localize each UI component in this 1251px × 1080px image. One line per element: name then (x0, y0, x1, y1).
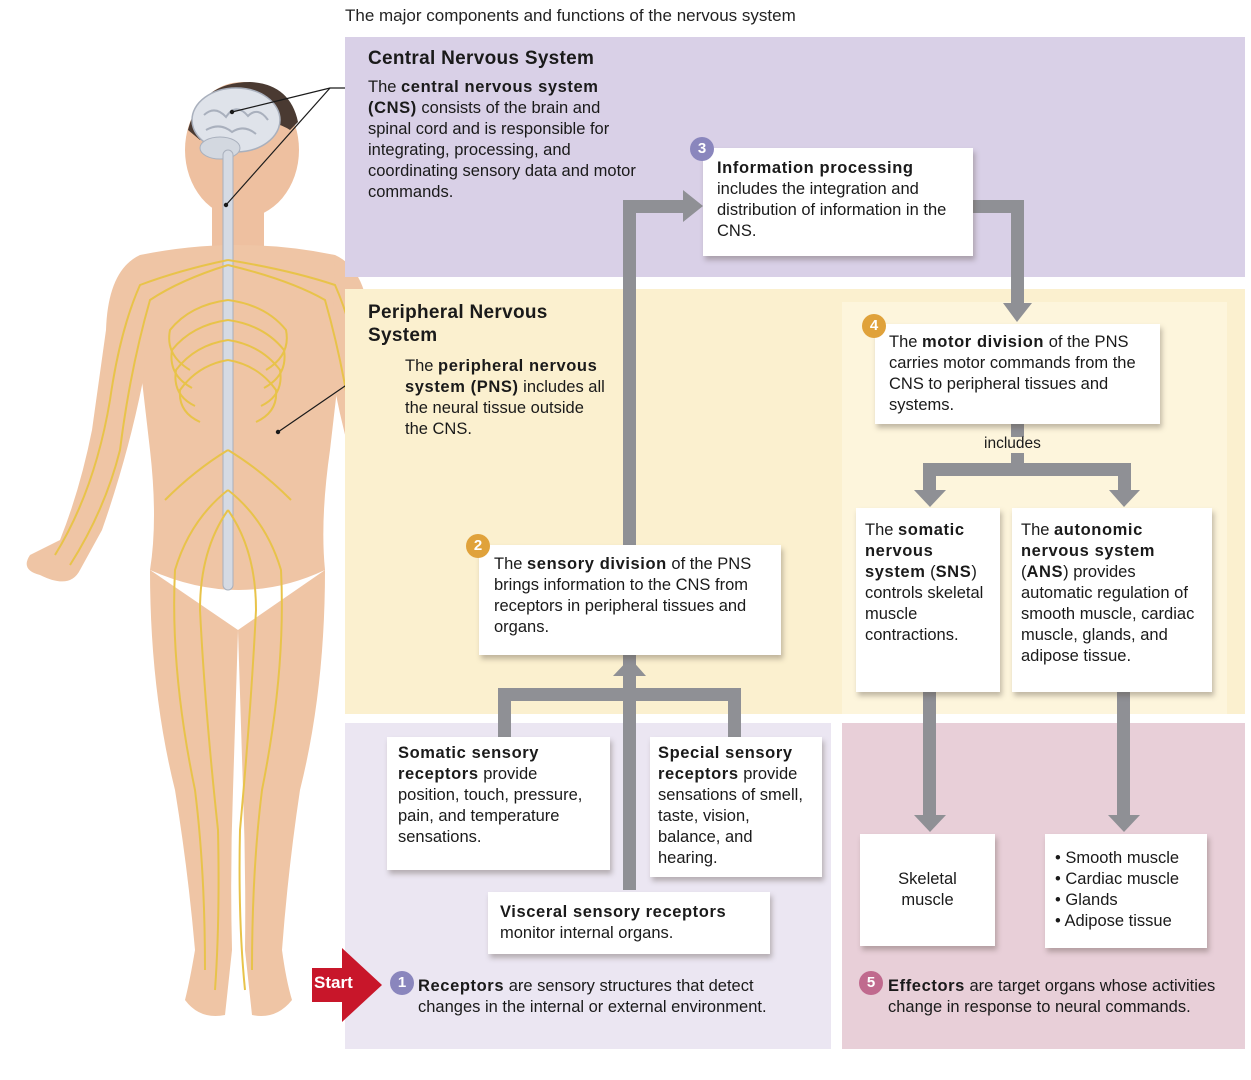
step-badge-3: 3 (690, 137, 714, 161)
cns-heading: Central Nervous System (368, 48, 595, 69)
receptors-description: Receptors are sensory structures that de… (418, 977, 767, 1016)
effector-list-item: • Adipose tissue (1055, 912, 1172, 930)
somatic-sensory-receptors-box: Somatic sensory receptors provide positi… (387, 737, 610, 870)
effectors-description: Effectors are target organs whose activi… (888, 977, 1216, 1016)
spinal-cord (222, 149, 234, 591)
effector-list: • Smooth muscle • Cardiac muscle • Gland… (1055, 848, 1197, 932)
effector-list-item: • Cardiac muscle (1055, 870, 1180, 888)
pns-description: The peripheral nervous system (PNS) incl… (405, 357, 605, 438)
start-arrow-icon (312, 948, 382, 1022)
pns-heading: Peripheral Nervous System (368, 302, 548, 346)
human-nervous-system-illustration (26, 82, 445, 1016)
motor-division-box: The motor division of the PNS carries mo… (875, 324, 1160, 424)
step-badge-5: 5 (859, 971, 883, 995)
step-badge-2: 2 (466, 534, 490, 558)
skeletal-muscle-box: Skeletal muscle (860, 834, 995, 946)
autonomic-effectors-box: • Smooth muscle • Cardiac muscle • Gland… (1045, 834, 1207, 948)
start-label: Start (314, 973, 353, 992)
visceral-sensory-receptors-box: Visceral sensory receptors monitor inter… (488, 892, 770, 954)
sensory-division-box: The sensory division of the PNS brings i… (479, 545, 781, 655)
somatic-nervous-system-box: The somatic nervous system (SNS) control… (856, 508, 1000, 692)
cns-description: The central nervous system (CNS) consist… (368, 78, 636, 201)
info-processing-box: Information processing includes the inte… (703, 148, 973, 256)
effector-list-item: • Glands (1055, 891, 1118, 909)
special-sensory-receptors-box: Special sensory receptors provide sensat… (650, 737, 822, 877)
body-silhouette (26, 82, 445, 1016)
includes-label: includes (984, 435, 1041, 452)
autonomic-nervous-system-box: The autonomic nervous system (ANS) provi… (1012, 508, 1212, 692)
effector-list-item: • Smooth muscle (1055, 849, 1180, 867)
step-badge-4: 4 (862, 314, 886, 338)
figure-title: The major components and functions of th… (345, 6, 796, 25)
step-badge-1: 1 (390, 971, 414, 995)
